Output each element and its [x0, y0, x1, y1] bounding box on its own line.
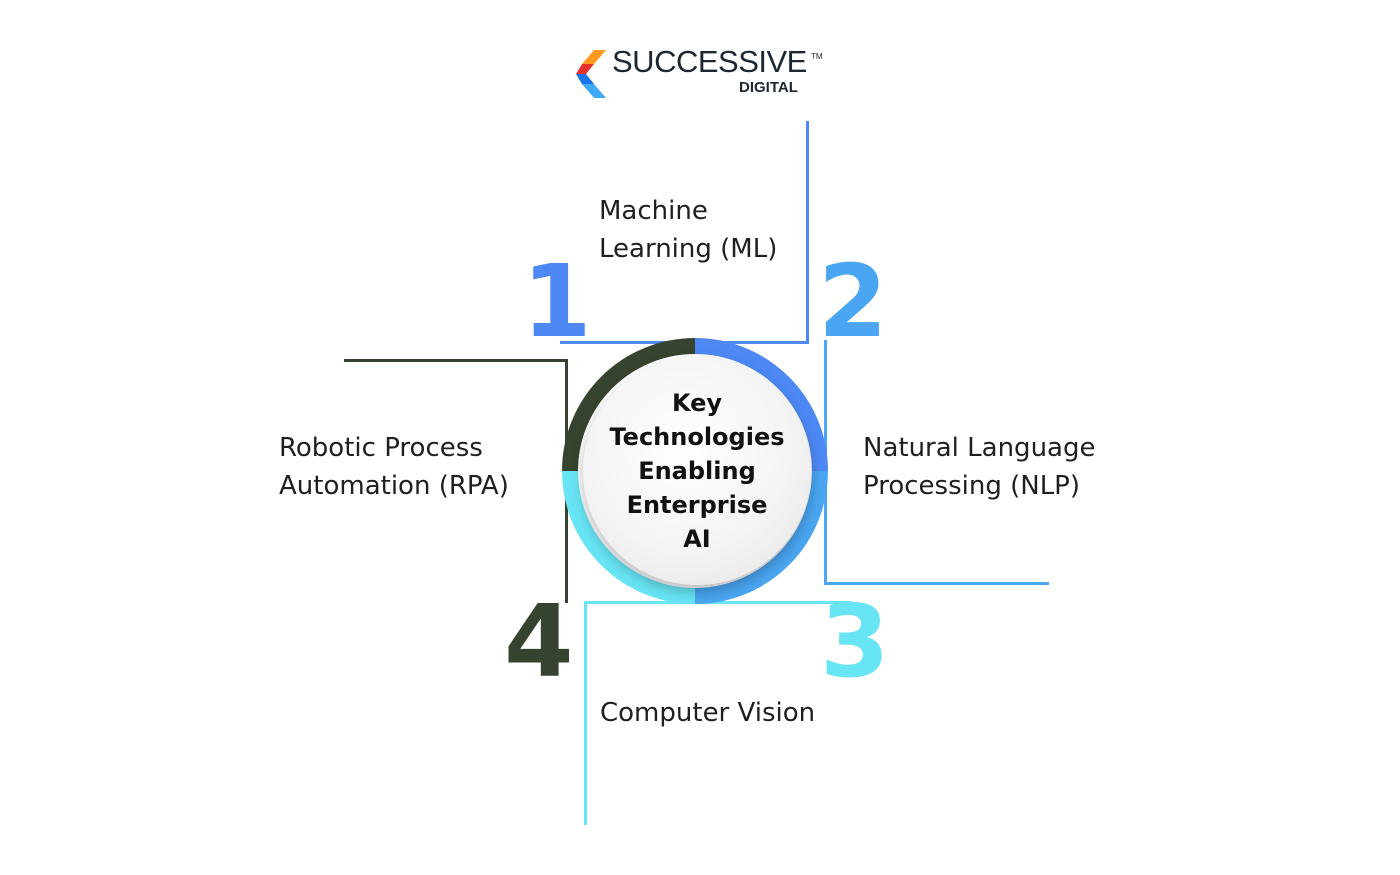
label-rpa: Robotic Process Automation (RPA) — [279, 433, 509, 501]
center-disc: Key Technologies Enabling Enterprise AI — [583, 357, 811, 585]
number-2: 2 — [818, 243, 888, 360]
connector-line-1 — [806, 121, 809, 344]
connector-line-4-top — [344, 359, 568, 362]
logo-trademark: TM — [811, 52, 823, 61]
logo-brand: SUCCESSIVE — [612, 44, 807, 79]
center-line: Key — [671, 389, 723, 417]
center-line: Technologies — [609, 423, 785, 451]
center-line: Enterprise — [626, 491, 768, 519]
logo-sub: DIGITAL — [739, 79, 798, 96]
connector-line-2-bottom — [824, 582, 1049, 585]
label-cv: Computer Vision — [600, 698, 816, 728]
number-3: 3 — [820, 583, 890, 700]
connector-line-3-top — [584, 601, 852, 604]
center-title: Key Technologies Enabling Enterprise AI — [592, 386, 802, 556]
number-4: 4 — [504, 583, 574, 700]
logo — [576, 50, 612, 98]
connector-line-3 — [584, 601, 587, 825]
number-1: 1 — [522, 243, 592, 360]
center-line: Enabling — [638, 457, 756, 485]
center-line: AI — [683, 525, 711, 553]
label-nlp: Natural Language Processing (NLP) — [863, 433, 1096, 501]
logo-mark-icon — [576, 50, 606, 98]
label-ml: Machine Learning (ML) — [599, 196, 778, 264]
center-ring — [562, 338, 828, 604]
